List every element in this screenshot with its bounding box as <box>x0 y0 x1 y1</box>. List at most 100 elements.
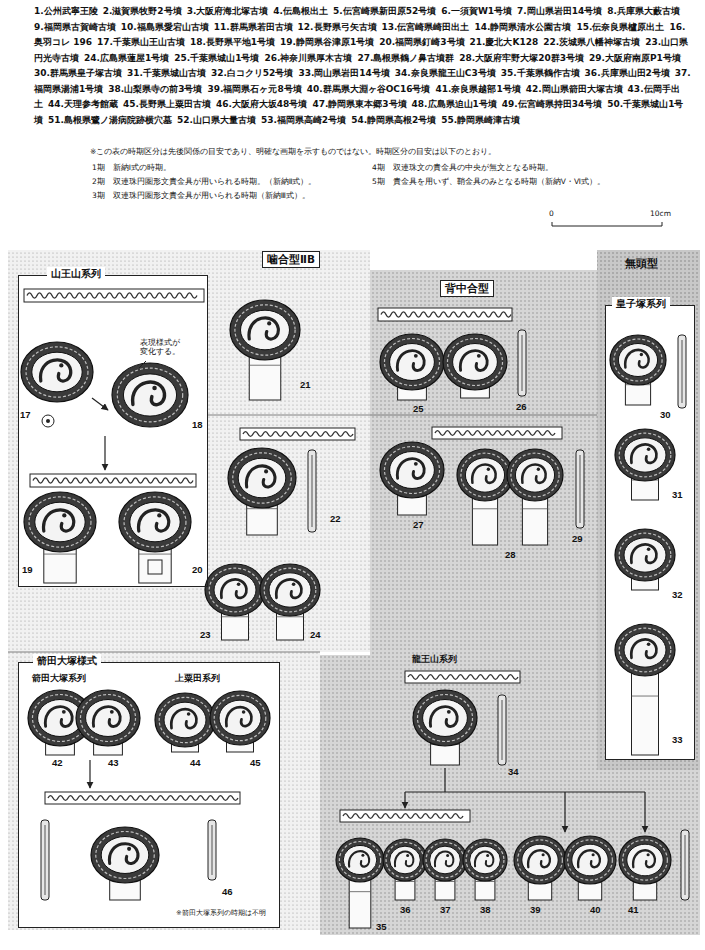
dragon-motif <box>397 459 424 479</box>
site-entry: 24.広島県蓮屋1号墳 <box>84 53 169 63</box>
pommel-ring <box>76 690 140 746</box>
callout-number: 19 <box>22 565 33 576</box>
ring-pattern <box>159 697 211 742</box>
note-text: 1期 新納Ⅰ式の時期。 <box>92 164 171 173</box>
dragon-eye <box>537 468 540 471</box>
pommel-inner <box>465 458 504 492</box>
ring-pattern <box>384 446 439 493</box>
pommel-ring <box>228 448 296 508</box>
dragon-eye <box>157 513 161 517</box>
pommel-ring <box>336 838 384 882</box>
note-text: ※この表の時期区分は先後関係の目安であり、明確な画期を示すものではない。時期区分… <box>90 148 496 157</box>
ring-pattern <box>466 842 504 877</box>
pommel-ring <box>155 693 215 747</box>
dragon-eye <box>62 513 66 517</box>
site-entry: 8.兵庫県大藪古墳 <box>607 6 680 16</box>
dragon-motif <box>397 351 424 371</box>
knife-ridge <box>212 825 213 875</box>
pommel-ring <box>91 827 159 883</box>
site-entry: 21.慶北大K128 <box>470 37 539 47</box>
lineage-line <box>405 791 645 792</box>
dragon-eye <box>542 853 545 856</box>
dragon-eye <box>267 321 271 325</box>
callout-number: 33 <box>672 735 683 746</box>
site-entry: 19.静岡県谷津原1号墳 <box>280 37 374 47</box>
pommel-ring <box>514 836 566 884</box>
pommel-ring <box>457 449 513 501</box>
dragon-motif <box>460 351 487 371</box>
pommel-inner <box>130 502 180 542</box>
dragon-motif <box>631 444 656 462</box>
ring-pattern <box>117 368 182 422</box>
flower-ornament <box>42 415 54 427</box>
knife-ridge <box>580 455 581 523</box>
ring-pattern <box>461 453 509 497</box>
ring-pattern <box>386 842 424 877</box>
pommel-ring <box>507 449 563 501</box>
pommel-inner <box>101 837 149 874</box>
site-entry: 44.天理参考館蔵 <box>48 99 118 109</box>
callout-number: 34 <box>508 767 519 778</box>
site-entry: 47.静岡県東本郷3号墳 <box>312 99 406 109</box>
pommel-ring <box>413 690 477 746</box>
scale-label: 10cm <box>650 210 671 219</box>
dragon-eye <box>237 582 241 586</box>
pommel-ring <box>615 429 675 481</box>
small-knife <box>41 820 49 900</box>
pommel-ring <box>423 839 467 881</box>
pommel-ring <box>119 492 191 552</box>
scale-bar <box>552 226 662 227</box>
site-entry: 15.伝奈良県櫨原出土 <box>576 22 664 32</box>
pommel-ring <box>24 492 96 552</box>
site-entry: 33.岡山県岩田14号墳 <box>298 68 389 78</box>
sequence-arrow <box>564 792 565 832</box>
dragon-motif <box>171 709 196 728</box>
ring-pattern <box>623 840 668 880</box>
pommel-ring <box>205 564 265 616</box>
knife-ridge <box>685 835 686 895</box>
dragon-motif <box>528 850 550 867</box>
site-entry: 40.群馬県大淵ヶ谷OC16号墳 <box>307 84 431 94</box>
hilt-band <box>349 891 371 892</box>
scabbard-fitting <box>240 428 355 440</box>
site-entry: 45.長野県上粟田古墳 <box>123 99 211 109</box>
callout-number: 36 <box>400 905 411 916</box>
callout-number: 24 <box>310 630 321 641</box>
pommel-inner <box>390 846 421 874</box>
pommel-inner <box>241 310 290 350</box>
dragon-motif <box>349 851 369 867</box>
dragon-eye <box>242 710 246 714</box>
dragon-eye <box>446 854 449 857</box>
series-label: 箭田大塚系列 <box>32 674 86 684</box>
pommel-inner <box>515 458 554 492</box>
series-label: 上粟田系列 <box>175 674 220 684</box>
dragon-motif <box>276 579 301 597</box>
flower-center <box>46 419 50 423</box>
site-entry: 13.伝宮崎県崎田出土 <box>382 22 470 32</box>
dragon-eye <box>406 854 409 857</box>
site-entry: 30.群馬県皇子塚古墳 <box>34 68 122 78</box>
dragon-motif <box>475 852 493 867</box>
dragon-eye <box>647 547 651 551</box>
divider-line <box>208 415 597 416</box>
pommel-inner <box>618 344 657 377</box>
pommel-ring <box>443 334 507 390</box>
site-entry: 54.静岡県高根2号墳 <box>351 115 436 125</box>
ring-pattern <box>209 568 261 612</box>
knife-ridge <box>502 700 503 760</box>
pommel-inner <box>624 538 666 572</box>
fitting-pattern <box>343 814 463 819</box>
dragon-eye <box>414 462 418 466</box>
scale-tick <box>552 222 553 226</box>
ring-pattern <box>417 694 472 741</box>
fitting-pattern <box>243 432 353 437</box>
pommel-ring <box>210 691 270 745</box>
callout-number: 31 <box>672 490 683 501</box>
ring-pattern <box>80 694 135 741</box>
site-entry: 53.福岡県高崎2号墳 <box>261 115 346 125</box>
sword-hilt <box>632 664 659 755</box>
callout-number: 26 <box>516 402 527 413</box>
pommel-inner <box>572 844 608 876</box>
